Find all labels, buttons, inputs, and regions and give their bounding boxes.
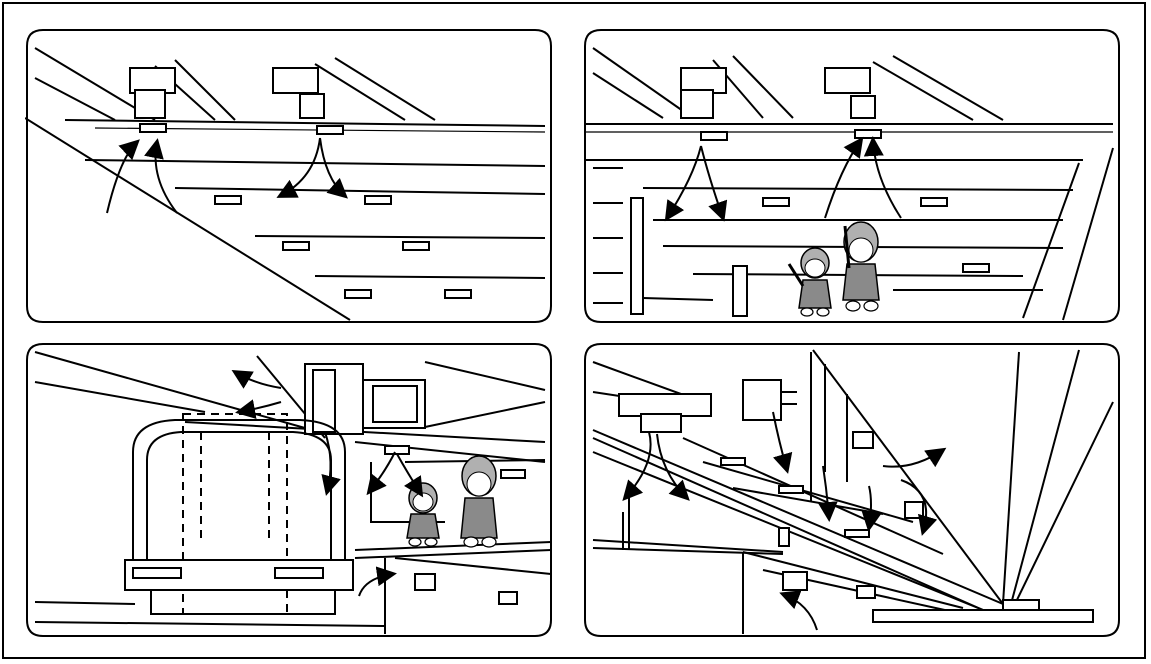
panel-upper-left: [25, 28, 553, 324]
headlight-left: [132, 567, 182, 579]
panel-lower-left: [25, 342, 553, 638]
window: [856, 585, 876, 599]
window: [782, 571, 808, 591]
duct-box: [618, 393, 712, 417]
panel-border: [584, 343, 1120, 637]
window: [904, 501, 924, 519]
panel-lower-right: [583, 342, 1121, 638]
diffuser: [444, 289, 472, 299]
window: [852, 431, 874, 449]
pillar: [630, 197, 644, 315]
duct-box: [742, 379, 782, 421]
airflow-arrow: [276, 137, 321, 198]
figure-child-small: [787, 247, 832, 317]
platform-edge: [872, 609, 1094, 623]
diffuser: [402, 241, 430, 251]
diffuser: [214, 195, 242, 205]
train-body: [132, 419, 346, 560]
figure-child-tall: [842, 221, 880, 312]
door: [732, 265, 748, 317]
headlight-right: [274, 567, 324, 579]
figure-child-tall: [460, 455, 498, 548]
duct-box: [129, 67, 176, 94]
panel-upper-right: [583, 28, 1121, 324]
diffuser: [316, 125, 344, 135]
airflow-arrow: [144, 138, 178, 214]
diffuser: [282, 241, 310, 251]
panel-border: [584, 29, 1120, 323]
diffuser: [344, 289, 372, 299]
panel-border: [26, 343, 552, 637]
airflow-arrow: [319, 137, 348, 199]
panel-border: [26, 29, 552, 323]
airflow-arrow: [106, 139, 140, 214]
diffuser: [364, 195, 392, 205]
duct-box: [272, 67, 319, 94]
diffuser: [139, 123, 167, 133]
figure-child-small: [406, 482, 440, 547]
